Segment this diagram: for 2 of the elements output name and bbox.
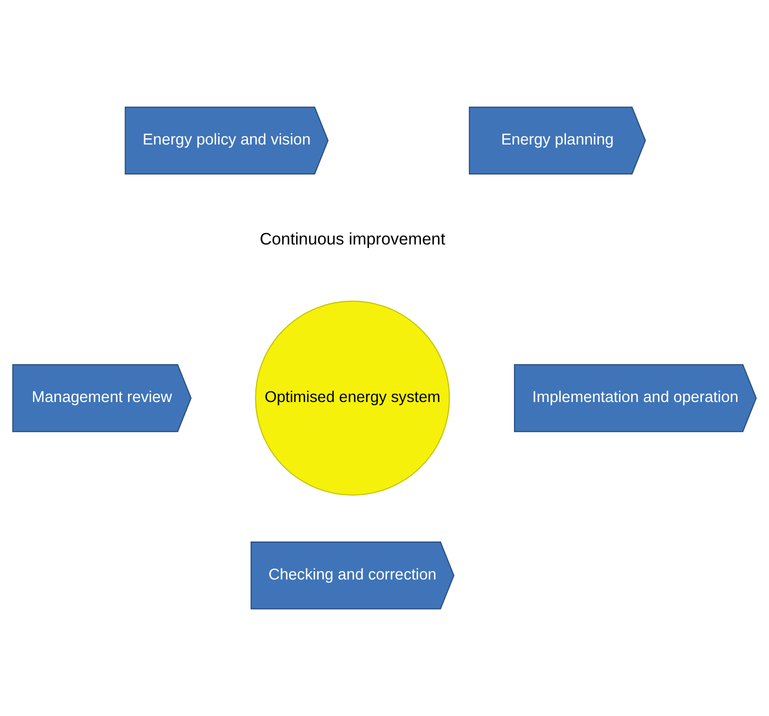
label: Continuous improvement — [260, 230, 446, 249]
node-circle: Optimised energy system — [255, 300, 450, 496]
